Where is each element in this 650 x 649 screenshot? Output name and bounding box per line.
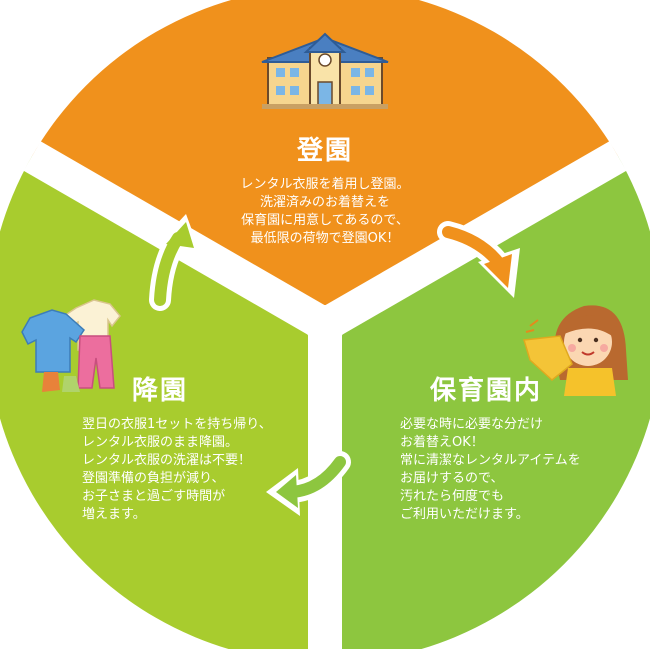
segment-right-line: お着替えOK！ — [400, 435, 484, 450]
segment-top-description: レンタル衣服を着用し登園。 洗濯済みのお着替えを 保育園に用意してあるので、 最… — [0, 176, 650, 248]
segment-left-line: 翌日の衣服1セットを持ち帰り、 — [82, 417, 272, 432]
segment-left-line: 増えます。 — [82, 507, 146, 522]
kids-clothes-icon — [21, 299, 121, 392]
segment-right-line: お届けするので、 — [400, 471, 504, 486]
segment-right-description: 必要な時に必要な分だけ お着替えOK！ 常に清潔なレンタルアイテムを お届けする… — [400, 416, 581, 524]
segment-top-line: 洗濯済みのお着替えを — [259, 195, 390, 210]
arrow-left-to-top-icon — [149, 214, 200, 311]
segment-left-line: レンタル衣服の洗濯は不要！ — [82, 453, 252, 468]
segment-top-line: レンタル衣服を着用し登園。 — [240, 177, 410, 192]
segment-left-line: 登園準備の負担が減り、 — [82, 471, 225, 486]
arrow-top-to-right-icon — [437, 221, 520, 298]
segment-left-description: 翌日の衣服1セットを持ち帰り、 レンタル衣服のまま降園。 レンタル衣服の洗濯は不… — [82, 416, 272, 524]
segment-top-line: 保育園に用意してあるので、 — [241, 213, 409, 228]
segment-right-title: 保育園内 — [430, 376, 543, 406]
segment-right-line: ご利用いただけます。 — [400, 507, 529, 522]
segment-right-line: 必要な時に必要な分だけ — [400, 417, 544, 432]
school-building-icon — [261, 32, 389, 109]
segment-left-title: 降園 — [132, 376, 189, 406]
segment-top — [32, 0, 618, 325]
segment-right-line: 汚れたら何度でも — [400, 489, 505, 504]
segment-top-title: 登園 — [296, 136, 353, 166]
child-holding-clothes-icon — [523, 305, 628, 396]
segment-left-line: レンタル衣服のまま降園。 — [82, 435, 239, 450]
segment-top-line: 最低限の荷物で登園OK！ — [250, 231, 400, 246]
segment-left-line: お子さまと過ごす時間が — [82, 489, 226, 504]
arrow-right-to-left-icon — [266, 451, 351, 516]
segment-right-line: 常に清潔なレンタルアイテムを — [400, 453, 581, 468]
